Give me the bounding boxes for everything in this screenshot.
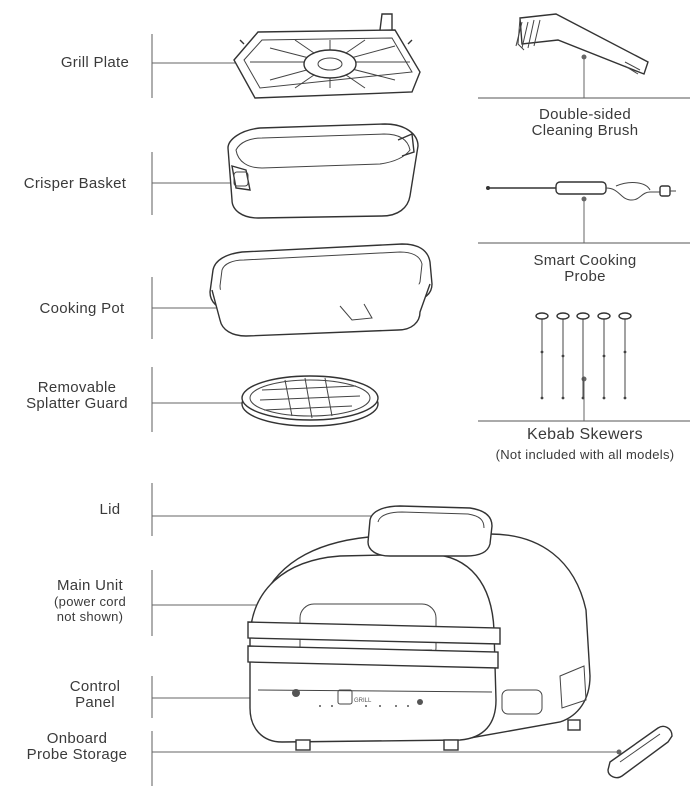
splatter-guard-illustration [241,375,379,427]
kebab-skewers-label: Kebab Skewers (Not included with all mod… [480,427,690,463]
onboard-probe-storage-illustration [607,725,673,779]
cooking-pot-illustration [209,243,433,337]
main-unit-illustration [247,505,591,751]
main-unit-label: Main Unit (power cord not shown) [40,578,140,625]
grill-plate-label: Grill Plate [60,54,130,71]
lid-label: Lid [99,501,121,518]
splatter-guard-label: Removable Splatter Guard [26,379,128,412]
smart-probe-label: Smart Cooking Probe [533,252,637,285]
probe-storage-label: Onboard Probe Storage [26,730,128,763]
main-unit-note: (power cord not shown) [54,594,126,624]
right-bracket-bars [478,97,690,422]
grill-plate-illustration [233,13,421,99]
kebab-skewers-note: (Not included with all models) [495,447,675,462]
control-panel-grill-text: GRILL [354,698,372,704]
crisper-basket-label: Crisper Basket [23,175,127,192]
cleaning-brush-illustration [515,13,649,75]
smart-probe-illustration [486,181,676,201]
kebab-skewers-illustration [535,312,632,400]
control-panel-label: Control Panel [69,678,121,711]
cleaning-brush-label: Double-sided Cleaning Brush [531,106,639,139]
cooking-pot-label: Cooking Pot [39,300,125,317]
crisper-basket-illustration [227,123,419,219]
